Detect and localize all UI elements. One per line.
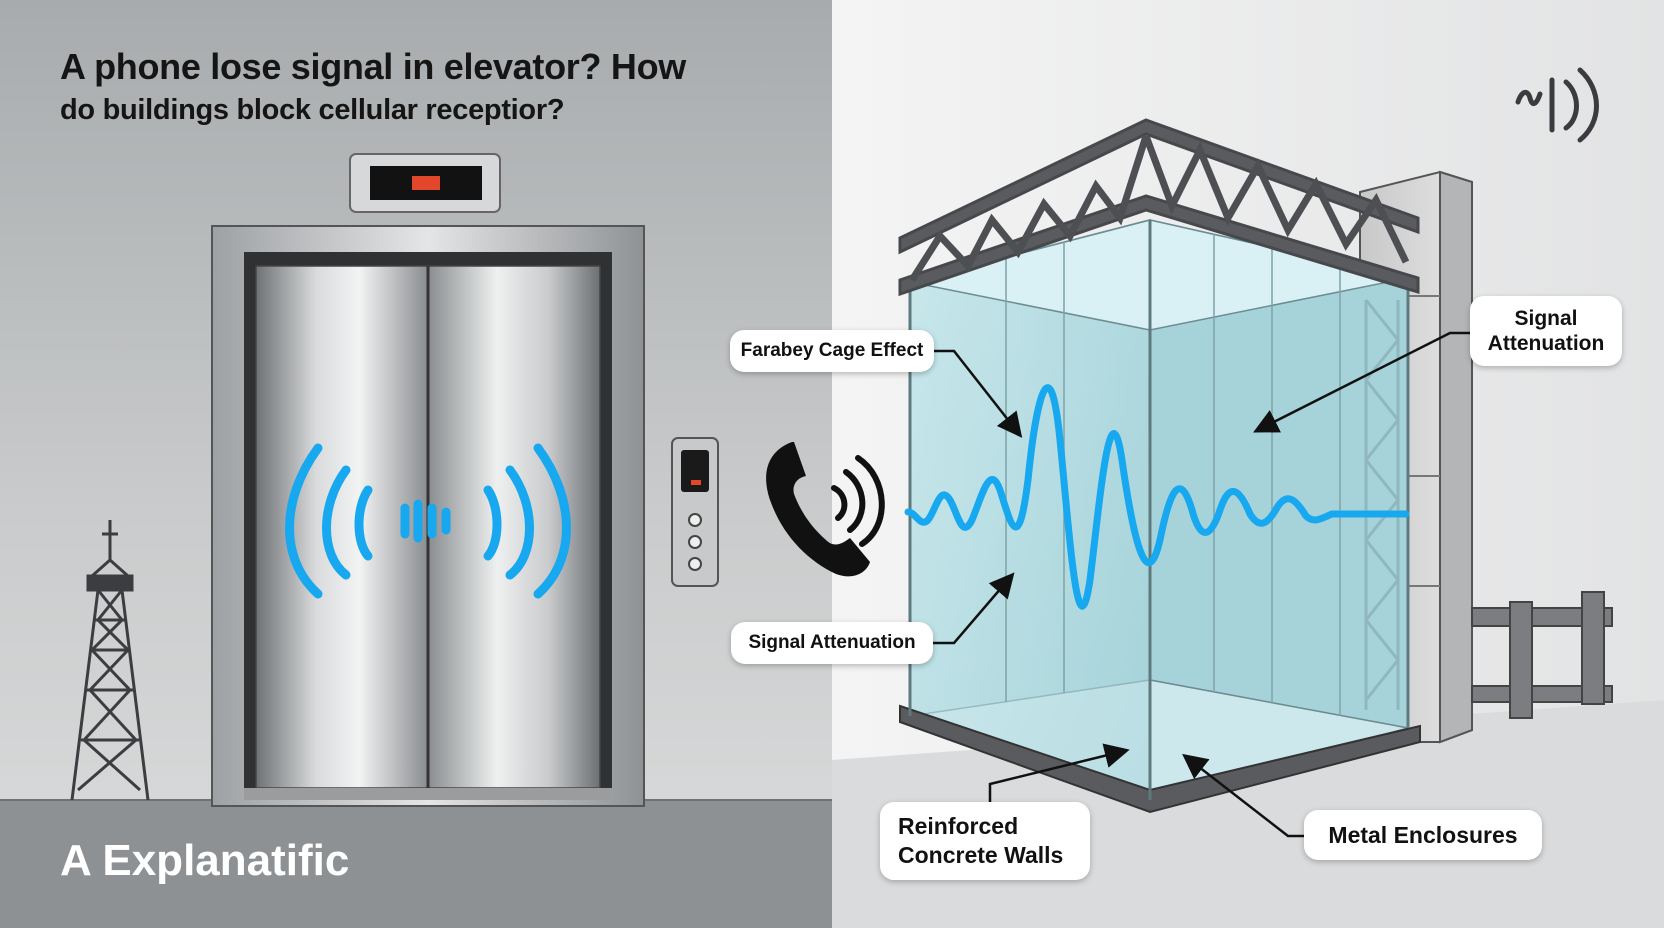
signal-waveform: [904, 384, 1410, 610]
callout-signal-attenuation-left: Signal Attenuation: [731, 622, 933, 664]
cell-tower-icon: [70, 520, 150, 801]
pointer-faraday: [934, 349, 1023, 438]
callout-attenuation-right-line-1: Signal: [1514, 307, 1578, 330]
signal-corner-icon: [1515, 67, 1599, 143]
side-lattice: [1364, 299, 1400, 710]
door-signal-waves: [285, 443, 571, 599]
glass-elevator-car: [899, 218, 1421, 814]
page-title-line-2: do buildings block cellular receptior?: [60, 94, 565, 126]
callout-concrete-line-2: Concrete Walls: [898, 842, 1064, 868]
callout-reinforced-concrete: Reinforced Concrete Walls: [880, 802, 1090, 880]
callout-attenuation-right-line-2: Attenuation: [1487, 332, 1605, 355]
callout-metal-label: Metal Enclosures: [1328, 821, 1518, 848]
pointer-attenuation-left: [933, 572, 1015, 645]
callout-metal-enclosures: Metal Enclosures: [1304, 810, 1542, 860]
callout-concrete-line-1: Reinforced: [898, 813, 1019, 839]
callout-faraday-cage: Farabey Cage Effect: [730, 330, 934, 372]
pointer-metal: [1182, 753, 1304, 838]
call-button-panel: [671, 437, 719, 587]
steel-truss: [898, 118, 1420, 297]
fence: [1471, 591, 1613, 719]
pointer-concrete: [988, 743, 1130, 802]
callout-faraday-label: Farabey Cage Effect: [740, 340, 924, 361]
elevator-doors: [211, 225, 645, 807]
left-floor: [0, 800, 832, 928]
phone-icon: [766, 442, 885, 577]
pointer-attenuation-right: [1253, 331, 1470, 433]
floor-indicator: [349, 153, 501, 213]
callout-signal-attenuation-right: Signal Attenuation: [1470, 296, 1622, 366]
callout-attenuation-left-label: Signal Attenuation: [748, 632, 916, 653]
footer-brand: A Explanatific: [60, 836, 350, 885]
page-title-line-1: A phone lose signal in elevator? How: [60, 46, 686, 87]
